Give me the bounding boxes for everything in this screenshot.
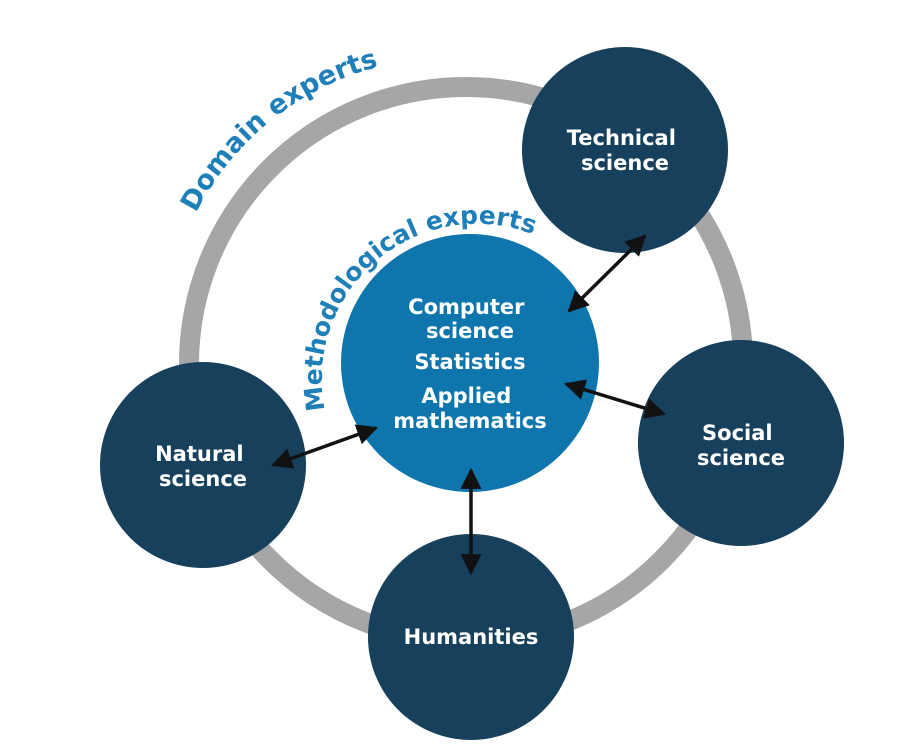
center-line-5: mathematics [393,409,547,433]
arrow-center-social [563,379,667,419]
social-science-node [638,340,844,546]
technical-science-node [522,47,728,253]
center-applied-mathematics-label: Applied mathematics [393,384,547,433]
arrow-center-technical [567,234,647,313]
technical-science-label: Technical science [567,126,683,175]
natural-science-label: Natural science [155,442,251,491]
arrow-center-natural [271,424,378,469]
center-computer-science-label: Computer science [408,295,532,343]
humanities-node [368,534,574,740]
center-statistics-label: Statistics [414,350,525,374]
social-science-label: Social science [697,421,785,470]
center-line-2: science [426,319,514,343]
humanities-label: Humanities [404,625,539,649]
center-line-1: Computer [408,295,525,319]
center-circle [341,234,599,492]
center-line-4: Applied [421,384,511,408]
domain-experts-label: Domain experts [175,43,381,216]
natural-science-node [100,362,306,568]
